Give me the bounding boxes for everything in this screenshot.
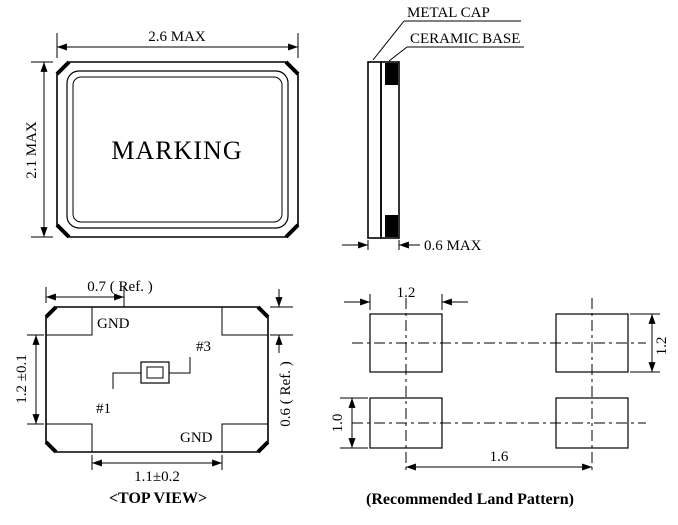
width-dim-label: 2.6 MAX bbox=[148, 29, 206, 45]
land-pattern-view: 1.2 1.2 1.0 1.6 (Recommended Land Patter… bbox=[330, 285, 670, 508]
land-pad-height-dimension-left: 1.0 bbox=[330, 397, 368, 449]
corner-castellation-marks bbox=[44, 305, 270, 454]
width-dimension: 2.6 MAX bbox=[56, 29, 299, 58]
top-view-caption: <TOP VIEW> bbox=[109, 490, 207, 507]
package-side-view: METAL CAP CERAMIC BASE 0.6 MAX bbox=[342, 5, 524, 254]
land-pad-top-right bbox=[555, 313, 629, 373]
pad-top-view: GND #3 #1 GND 0.7 ( Ref. ) 1.2 ±0.1 bbox=[14, 279, 294, 507]
land-pattern-caption: (Recommended Land Pattern) bbox=[366, 491, 574, 508]
metal-cap-edge bbox=[66, 70, 289, 229]
land-pad-top-left bbox=[369, 313, 443, 373]
pad-height-dimension: 0.6 ( Ref. ) bbox=[270, 289, 294, 427]
top-castellation-pad bbox=[385, 63, 398, 85]
land-pad-width-dim-label: 1.2 bbox=[397, 285, 416, 301]
land-pad-height-dimension-right: 1.2 bbox=[630, 313, 670, 373]
corner-castellation-marks bbox=[55, 60, 300, 239]
pad-height-dim-label: 0.6 ( Ref. ) bbox=[278, 361, 294, 426]
land-pad-height-left-dim-label: 1.0 bbox=[330, 414, 346, 433]
ceramic-base-label: CERAMIC BASE bbox=[410, 31, 520, 47]
vertical-pitch-dimension: 1.2 ±0.1 bbox=[14, 334, 44, 425]
land-pad-bottom-left bbox=[369, 397, 443, 449]
pad-3 bbox=[221, 306, 269, 336]
marking-label: MARKING bbox=[111, 136, 242, 165]
land-pad-width-dimension: 1.2 bbox=[344, 285, 468, 310]
cap-inner-edge bbox=[72, 76, 283, 223]
pin3-label: #3 bbox=[196, 339, 211, 355]
bottom-castellation-pad bbox=[385, 215, 398, 237]
pad-width-dim-label: 0.7 ( Ref. ) bbox=[87, 279, 152, 295]
height-dim-label: 2.1 MAX bbox=[24, 121, 40, 179]
crystal-symbol bbox=[112, 357, 191, 389]
ceramic-base-section bbox=[380, 61, 400, 239]
land-pitch-dimension: 1.6 bbox=[406, 449, 592, 471]
ceramic-base-callout: CERAMIC BASE bbox=[388, 31, 524, 62]
metal-cap-section bbox=[367, 61, 382, 239]
package-top-view: MARKING 2.6 MAX 2.1 MAX bbox=[24, 29, 300, 239]
metal-cap-callout: METAL CAP bbox=[372, 5, 521, 61]
pad-width-dimension: 0.7 ( Ref. ) bbox=[45, 279, 153, 307]
horizontal-pitch-dimension: 1.1±0.2 bbox=[91, 455, 223, 485]
horizontal-pitch-dim-label: 1.1±0.2 bbox=[134, 469, 180, 485]
gnd-bottom-label: GND bbox=[180, 430, 213, 446]
thickness-dimension: 0.6 MAX bbox=[342, 238, 482, 254]
land-pitch-dim-label: 1.6 bbox=[490, 449, 509, 465]
pin1-label: #1 bbox=[96, 401, 111, 417]
metal-cap-label: METAL CAP bbox=[407, 5, 490, 21]
vertical-pitch-dim-label: 1.2 ±0.1 bbox=[14, 354, 30, 403]
thickness-dim-label: 0.6 MAX bbox=[424, 238, 482, 254]
land-pad-bottom-right bbox=[555, 397, 629, 449]
pad-1 bbox=[45, 423, 93, 453]
height-dimension: 2.1 MAX bbox=[24, 61, 53, 238]
body-outline bbox=[45, 306, 269, 453]
gnd-top-label: GND bbox=[97, 316, 130, 332]
land-pad-height-right-dim-label: 1.2 bbox=[654, 337, 670, 356]
